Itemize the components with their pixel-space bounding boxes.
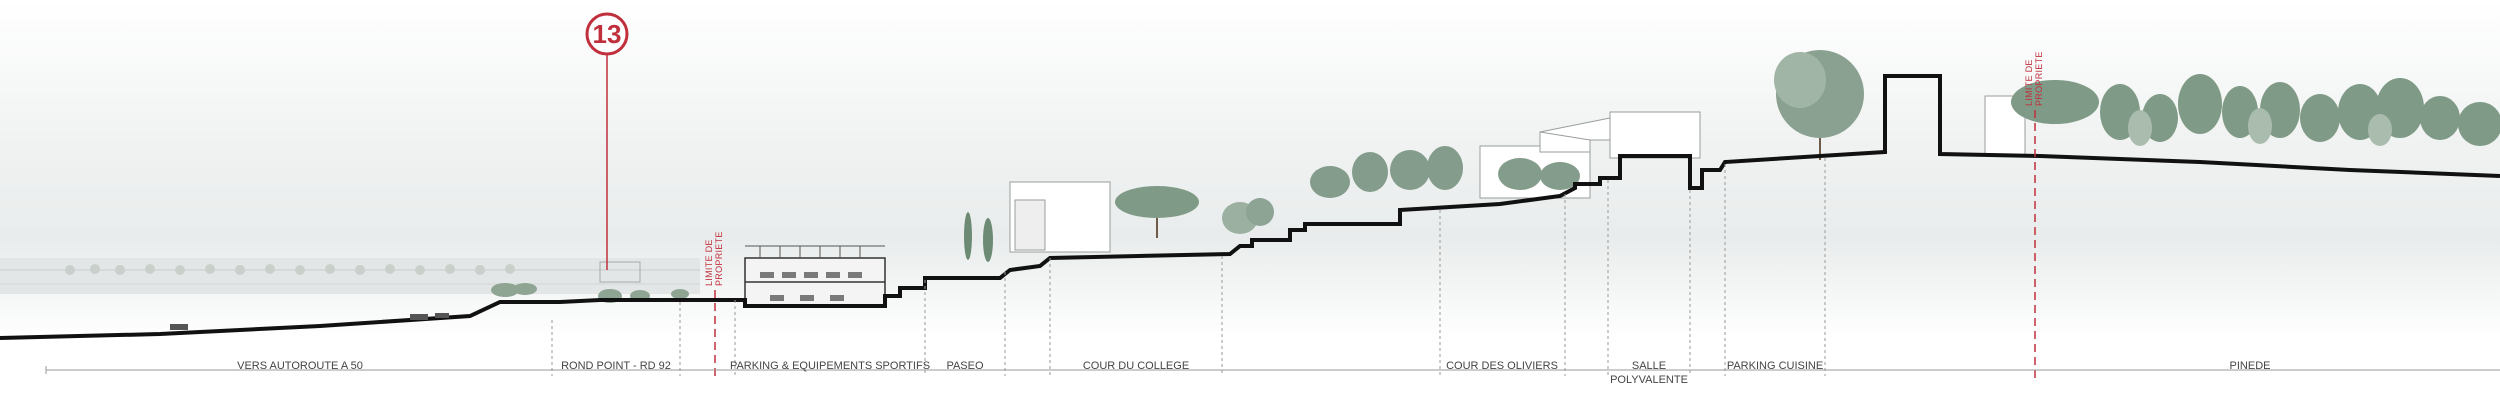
zone-label-paseo: PASEO (946, 360, 984, 372)
zone-label-autoroute: VERS AUTOROUTE A 50 (237, 360, 363, 372)
distant-tree-row (65, 264, 515, 275)
property-limit-left-line2: PROPRIETE (714, 231, 724, 286)
zone-label-salle: SALLE (1632, 360, 1666, 372)
zone-label-cour-college: COUR DU COLLEGE (1083, 360, 1189, 372)
zone-dimension-line (45, 158, 2500, 376)
zone-label-cour-oliviers: COUR DES OLIVIERS (1446, 360, 1558, 372)
property-limit-right-line2: PROPRIETE (2034, 51, 2044, 106)
zone-label-parking-sport: PARKING & EQUIPEMENTS SPORTIFS (730, 360, 930, 372)
section-callout[interactable]: 13 (585, 12, 629, 270)
distant-landscape (0, 258, 700, 294)
road-vehicles (170, 313, 449, 330)
section-callout-number: 13 (593, 19, 622, 49)
parking-structure (744, 245, 886, 307)
zone-labels: VERS AUTOROUTE A 50 ROND POINT - RD 92 P… (237, 360, 2270, 386)
ground-line (0, 74, 2500, 340)
zone-label-pinede: PINEDE (2230, 360, 2271, 372)
zone-label-salle-line2: POLYVALENTE (1610, 374, 1688, 386)
property-limit-right-line1: LIMITE DE (2024, 59, 2034, 106)
property-limit-label-right: LIMITE DE PROPRIETE (2024, 51, 2044, 106)
property-limit-label-left: LIMITE DE PROPRIETE (704, 231, 724, 286)
trees (491, 50, 2500, 303)
zone-label-rond-point: ROND POINT - RD 92 (561, 360, 671, 372)
zone-label-parking-cuisine: PARKING CUISINE (1727, 360, 1823, 372)
property-limit-left-line1: LIMITE DE (704, 239, 714, 286)
